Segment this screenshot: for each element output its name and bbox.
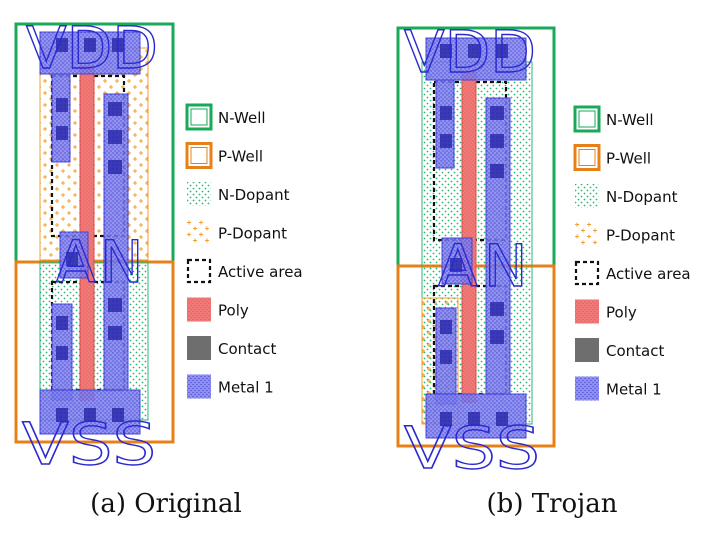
panel-original: VDD A N VSS (a) Original — [14, 13, 242, 519]
contact — [490, 134, 504, 148]
pdopant-swatch — [187, 220, 211, 245]
contact-swatch — [187, 336, 211, 360]
pwell-swatch — [573, 144, 601, 171]
legend-label: Contact — [218, 340, 276, 358]
active-swatch — [186, 258, 212, 284]
contact — [56, 408, 68, 422]
legend-item-pdopant: P-Dopant — [575, 222, 675, 247]
legend-label: P-Dopant — [606, 227, 675, 245]
contact — [440, 44, 452, 58]
nwell-swatch — [185, 103, 213, 131]
contact — [440, 134, 452, 148]
contact — [108, 298, 122, 312]
vdd-label: VDD — [26, 14, 158, 82]
legend-item-pwell: P-Well — [185, 142, 263, 169]
legend-item-metal: Metal 1 — [575, 376, 662, 401]
ndopant-swatch — [575, 184, 599, 208]
metal-swatch — [575, 376, 599, 401]
legend-item-nwell: N-Well — [185, 103, 266, 131]
contact — [450, 258, 462, 272]
contact — [108, 160, 122, 174]
contact — [108, 102, 122, 116]
contact — [84, 408, 96, 422]
legend-label: N-Dopant — [218, 186, 290, 204]
contact — [490, 164, 504, 178]
legend-item-ndopant: N-Dopant — [187, 182, 290, 206]
output-label: N — [484, 232, 527, 300]
legend-label: P-Well — [606, 150, 651, 168]
vss-label: VSS — [22, 410, 156, 478]
legend-item-active: Active area — [574, 260, 691, 286]
contact — [440, 350, 452, 364]
legend-item-pdopant: P-Dopant — [187, 220, 287, 245]
nwell-swatch — [573, 105, 601, 133]
legend-label: P-Well — [218, 148, 263, 166]
contact — [440, 320, 452, 334]
contact — [56, 346, 68, 360]
contact — [108, 326, 122, 340]
contact — [56, 98, 68, 112]
legend-label: Metal 1 — [218, 379, 274, 397]
legend-item-active: Active area — [186, 258, 303, 284]
contact — [56, 38, 68, 52]
legend-item-metal: Metal 1 — [187, 374, 274, 399]
metal-left-top-strap — [51, 73, 71, 163]
caption-trojan: (b) Trojan — [487, 489, 618, 519]
contact — [440, 106, 452, 120]
legend-item-pwell: P-Well — [573, 144, 651, 171]
vss-label: VSS — [404, 414, 540, 482]
contact — [468, 44, 480, 58]
metal-left-top-strap — [435, 79, 455, 169]
ndopant-swatch — [187, 182, 211, 206]
contact-swatch — [575, 338, 599, 362]
contact — [84, 38, 96, 52]
legend-label: Active area — [218, 263, 303, 281]
legend-label: Poly — [218, 302, 249, 320]
legend-label: N-Dopant — [606, 188, 678, 206]
contact — [56, 316, 68, 330]
legend-label: P-Dopant — [218, 225, 287, 243]
legend-label: Poly — [606, 304, 637, 322]
vdd-label: VDD — [404, 18, 536, 86]
legend-item-nwell: N-Well — [573, 105, 654, 133]
contact — [490, 302, 504, 316]
panel-trojan: VDD A N VSS (b) Trojan — [396, 17, 618, 519]
active-swatch — [574, 260, 600, 286]
contact — [490, 106, 504, 120]
metal-input-pad — [441, 237, 473, 285]
legend-label: N-Well — [218, 109, 266, 127]
legend-item-ndopant: N-Dopant — [575, 184, 678, 208]
contact — [490, 330, 504, 344]
legend-item-poly: Poly — [187, 297, 249, 322]
legend-item-contact: Contact — [187, 336, 276, 360]
contact — [108, 130, 122, 144]
poly-swatch — [575, 299, 599, 324]
legend-label: Active area — [606, 265, 691, 283]
output-label: N — [100, 228, 143, 296]
contact — [468, 412, 480, 426]
legend-label: N-Well — [606, 111, 654, 129]
legend-label: Contact — [606, 342, 664, 360]
metal-swatch — [187, 374, 211, 399]
poly-swatch — [187, 297, 211, 322]
contact — [66, 252, 78, 266]
caption-original: (a) Original — [90, 489, 242, 519]
input-label: A — [56, 228, 96, 296]
legend-item-poly: Poly — [575, 299, 637, 324]
pdopant-swatch — [575, 222, 599, 247]
contact — [496, 412, 508, 426]
contact — [496, 44, 508, 58]
legend-item-contact: Contact — [575, 338, 664, 362]
contact — [440, 412, 452, 426]
input-label: A — [438, 232, 478, 300]
contact — [56, 126, 68, 140]
contact — [112, 408, 124, 422]
pwell-swatch — [185, 142, 213, 169]
contact — [112, 38, 124, 52]
legend-label: Metal 1 — [606, 381, 662, 399]
